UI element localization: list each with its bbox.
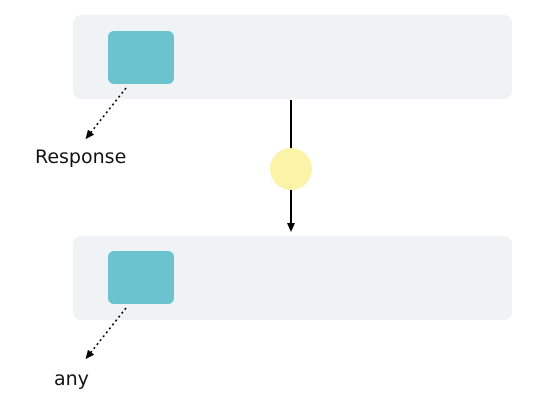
any-label: any [54,368,89,390]
bottom-dotted-arrow [85,307,127,360]
top-dotted-arrow [85,87,127,140]
response-label: Response [35,146,127,168]
bottom-node-box[interactable] [108,251,174,304]
top-node-box[interactable] [108,31,174,84]
connector-circle[interactable] [270,148,312,190]
